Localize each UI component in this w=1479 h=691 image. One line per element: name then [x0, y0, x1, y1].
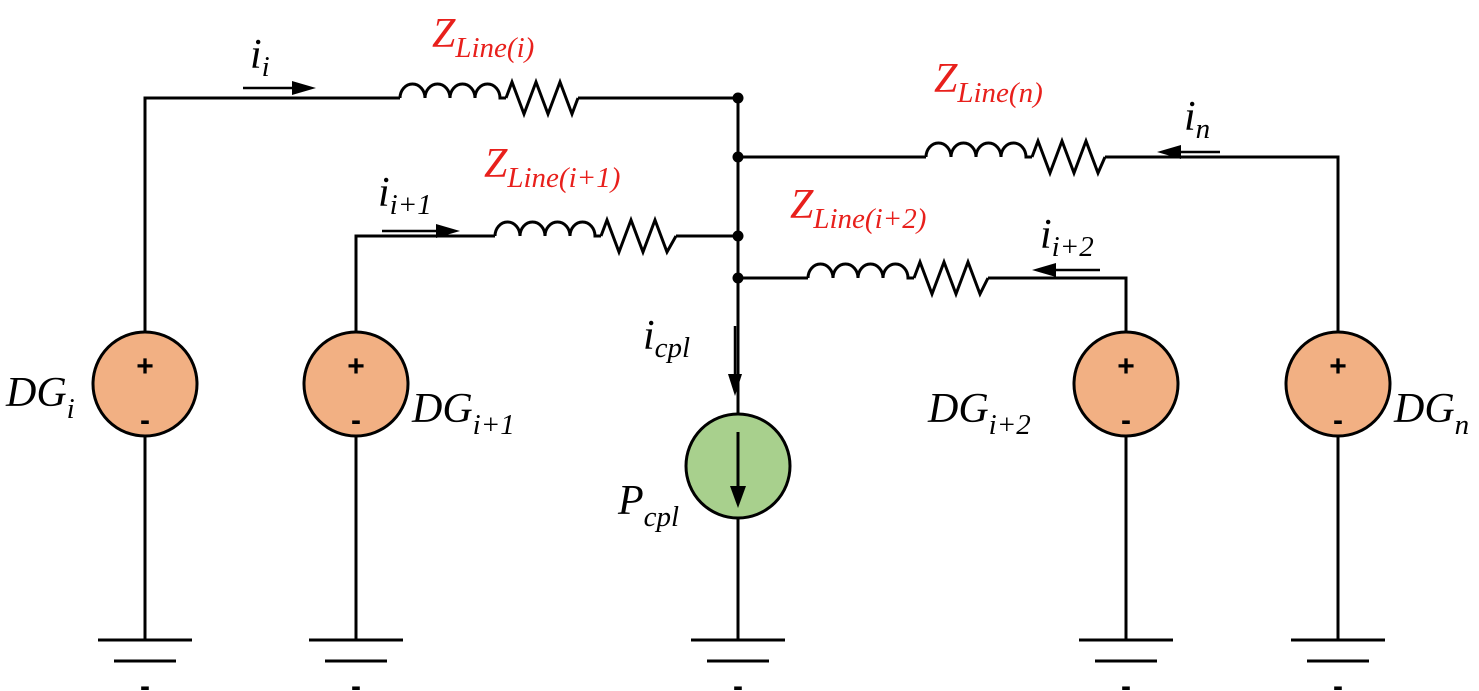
arrow-i-n	[1157, 145, 1220, 159]
ground-symbol: -	[98, 638, 192, 691]
ground-symbol: -	[309, 638, 403, 691]
arrow-i-cpl	[728, 326, 742, 396]
inductor-z-line-i1	[493, 220, 601, 238]
source-circle	[302, 330, 410, 438]
source-circle	[91, 330, 199, 438]
grounds: - - - - -	[98, 638, 1385, 691]
z-line-n-label: ZLine(n)	[934, 56, 1043, 109]
inductor-z-line-i2	[806, 262, 914, 280]
wires	[143, 96, 1340, 640]
arrow-i-i2	[1032, 263, 1100, 277]
arrow-i-i1	[382, 224, 460, 238]
z-line-i-label: ZLine(i)	[432, 11, 534, 64]
ground-symbol: -	[1291, 638, 1385, 691]
dg-i-source: + -	[91, 330, 199, 438]
inductors	[398, 82, 1032, 280]
wire-dg-i2	[988, 276, 1128, 640]
dg-sources: + - + - + - + -	[91, 330, 1392, 438]
current-label-i-cpl: icpl	[643, 313, 690, 364]
cpl-arrow-head	[730, 486, 746, 508]
plus-sign: +	[1329, 350, 1347, 383]
resistor-z-line-n	[1030, 136, 1107, 178]
dg-n-label: DGn	[1393, 386, 1469, 441]
source-circle	[1284, 330, 1392, 438]
ground-symbol: -	[1079, 638, 1173, 691]
plus-sign: +	[136, 350, 154, 383]
inductor-z-line-n	[924, 141, 1032, 159]
current-label-i-i: ii	[250, 32, 270, 83]
current-labels: ii ii+1 in ii+2 icpl	[250, 32, 1210, 364]
dg-n-source: + -	[1284, 330, 1392, 438]
junction-dot	[732, 151, 744, 163]
junctions	[732, 92, 744, 284]
cpl-load	[684, 412, 792, 520]
resistor-z-line-i2	[912, 257, 990, 299]
dg-i2-label: DGi+2	[927, 386, 1031, 441]
plus-sign: +	[1117, 350, 1135, 383]
ground-label: -	[733, 670, 743, 691]
minus-sign: -	[1121, 404, 1131, 437]
current-arrows	[243, 81, 1220, 396]
minus-sign: -	[1333, 404, 1343, 437]
ground-label: -	[140, 670, 150, 691]
ground-label: -	[1333, 670, 1343, 691]
junction-dot	[732, 92, 744, 104]
z-line-i2-label: ZLine(i+2)	[790, 182, 926, 235]
inductor-z-line-i	[398, 82, 506, 100]
source-circle	[1072, 330, 1180, 438]
wire-dg-i1	[354, 234, 495, 640]
resistor-z-line-i	[504, 77, 580, 119]
component-labels: Pcpl DGi DGi+1 DGi+2 DGn	[5, 370, 1469, 533]
current-label-i-n: in	[1184, 94, 1210, 145]
arrow-i-i	[243, 81, 316, 95]
current-label-i-i1: ii+1	[378, 170, 432, 221]
dg-i1-source: + -	[302, 330, 410, 438]
ground-symbol: -	[691, 638, 785, 691]
junction-dot	[732, 230, 744, 242]
wire-dg-n	[1105, 155, 1340, 640]
impedance-labels: ZLine(i) ZLine(i+1) ZLine(n) ZLine(i+2)	[432, 11, 1043, 235]
minus-sign: -	[351, 404, 361, 437]
junction-dot	[732, 272, 744, 284]
plus-sign: +	[347, 350, 365, 383]
resistors	[504, 77, 1107, 299]
current-label-i-i2: ii+2	[1040, 212, 1094, 263]
ground-label: -	[1121, 670, 1131, 691]
dg-i-label: DGi	[5, 370, 75, 425]
wire-dg-i	[143, 96, 400, 640]
minus-sign: -	[140, 404, 150, 437]
ground-label: -	[351, 670, 361, 691]
p-cpl-label: Pcpl	[617, 478, 679, 533]
z-line-i1-label: ZLine(i+1)	[484, 141, 620, 194]
resistor-z-line-i1	[599, 215, 678, 257]
dg-i1-label: DGi+1	[411, 386, 515, 441]
dg-i2-source: + -	[1072, 330, 1180, 438]
